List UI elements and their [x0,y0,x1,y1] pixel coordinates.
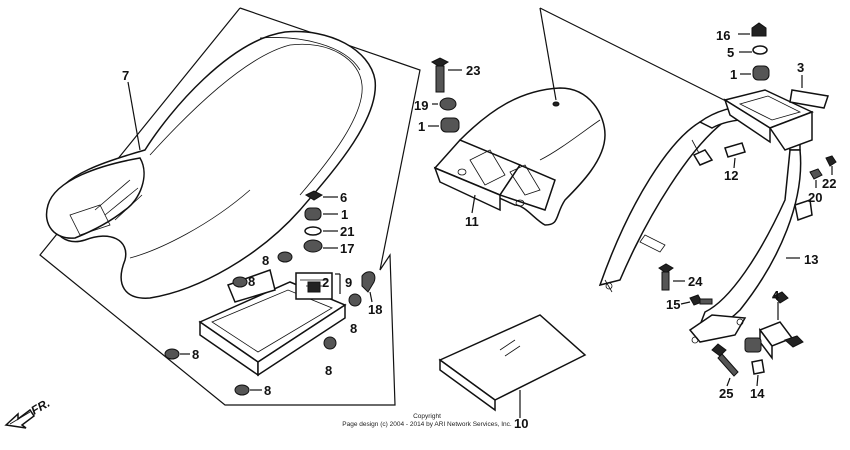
grommet-1c[interactable] [752,65,770,81]
bolt-15[interactable] [689,294,713,306]
label-14[interactable]: 14 [750,386,765,401]
grommet-8b[interactable] [232,276,248,288]
label-23[interactable]: 23 [466,63,480,78]
cap-16[interactable] [751,22,767,37]
label-17[interactable]: 17 [340,241,354,256]
leader-cowl-rack [539,7,741,109]
cap-22[interactable] [825,155,837,167]
label-25[interactable]: 25 [719,386,733,401]
label-8f[interactable]: 8 [264,383,271,398]
leader-7 [127,81,141,151]
manual-part[interactable] [438,314,587,412]
label-4[interactable]: 4 [772,288,780,303]
label-18[interactable]: 18 [368,302,382,317]
label-1b[interactable]: 1 [418,119,425,134]
tail-cowl-part[interactable] [433,87,606,226]
label-15[interactable]: 15 [666,297,680,312]
label-1a[interactable]: 1 [341,207,348,222]
label-6[interactable]: 6 [340,190,347,205]
label-22[interactable]: 22 [822,176,836,191]
leader-11 [471,194,476,214]
label-24[interactable]: 24 [688,274,703,289]
label-11[interactable]: 11 [465,214,479,229]
grommet-1b[interactable] [440,117,460,133]
nut-20[interactable] [809,168,823,180]
leader-15 [680,301,691,305]
washer-19[interactable] [439,97,457,111]
label-8a[interactable]: 8 [262,253,269,268]
grommet-8d[interactable] [323,336,337,350]
seat-group-border [39,7,421,406]
front-direction-arrow [4,408,36,429]
washer-5[interactable] [752,45,768,55]
helmet-lock-4[interactable] [744,291,804,361]
seat-part[interactable] [45,30,376,299]
label-8c[interactable]: 8 [350,321,357,336]
label-10[interactable]: 10 [514,416,528,431]
label-9[interactable]: 9 [345,275,352,290]
copyright-line1: Copyright [413,413,441,420]
label-2[interactable]: 2 [322,275,329,290]
label-16[interactable]: 16 [716,28,730,43]
grab-rail-part[interactable] [598,89,814,344]
label-21[interactable]: 21 [340,224,354,239]
clip-18[interactable] [361,271,376,293]
cushion-stack[interactable] [303,190,324,253]
label-7[interactable]: 7 [122,68,129,83]
leader-cowl-top [539,7,557,101]
leader-18 [369,291,373,303]
label-12[interactable]: 12 [724,168,738,183]
grommet-8c[interactable] [348,293,362,307]
label-8d[interactable]: 8 [325,363,332,378]
leader-25 [726,377,731,387]
label-19[interactable]: 19 [414,98,428,113]
leader-12 [733,157,736,169]
bolt-24[interactable] [658,263,674,291]
label-13[interactable]: 13 [804,252,818,267]
leader-14 [756,374,759,387]
copyright-line2: Page design (c) 2004 - 2014 by ARI Netwo… [342,421,512,428]
bolt-23[interactable] [430,57,450,93]
tray-part[interactable] [198,269,347,377]
label-8e[interactable]: 8 [192,347,199,362]
bolt-25[interactable] [711,343,739,377]
grommet-8f[interactable] [234,384,250,396]
grommet-8e[interactable] [164,348,180,360]
label-1c[interactable]: 1 [730,67,737,82]
reflector-3[interactable] [789,89,829,109]
label-8b[interactable]: 8 [248,274,255,289]
key-14[interactable] [751,359,765,375]
label-20[interactable]: 20 [808,190,822,205]
grommet-8a[interactable] [277,251,293,263]
label-5[interactable]: 5 [727,45,734,60]
label-3[interactable]: 3 [797,60,804,75]
bracket-12[interactable] [724,142,746,158]
